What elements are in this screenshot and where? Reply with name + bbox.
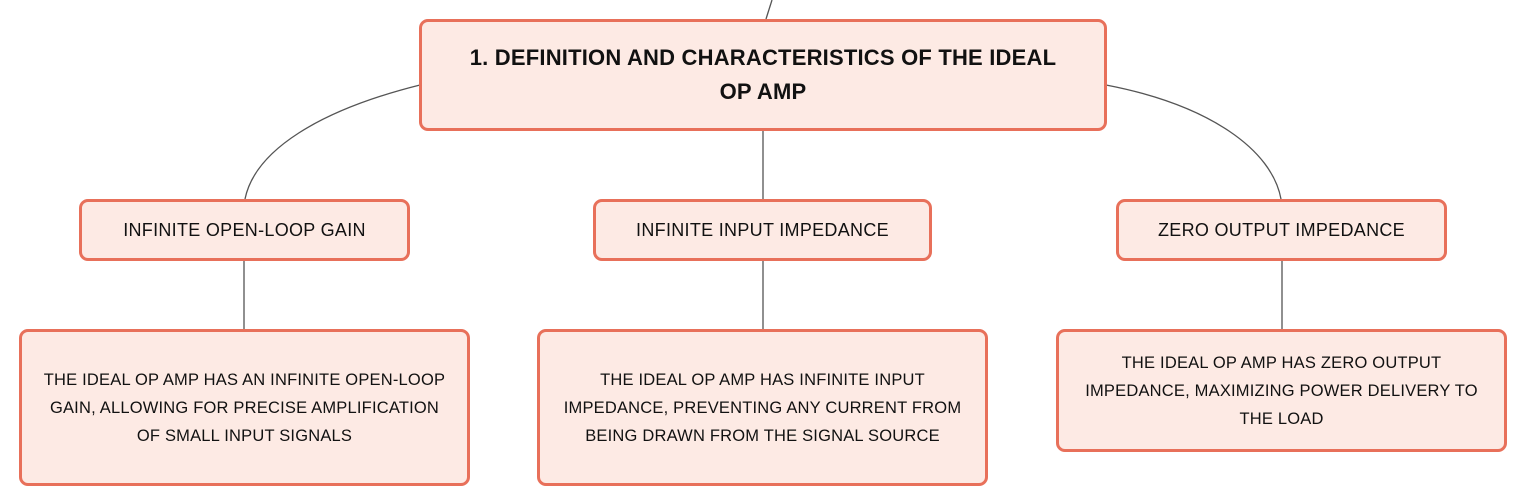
- connector-root-to-branch-1: [244, 84, 421, 200]
- detail-node-open-loop-gain[interactable]: THE IDEAL OP AMP HAS AN INFINITE OPEN-LO…: [19, 329, 470, 486]
- connector-root-to-branch-3: [1105, 84, 1282, 200]
- detail-node-output-impedance[interactable]: THE IDEAL OP AMP HAS ZERO OUTPUT IMPEDAN…: [1056, 329, 1507, 452]
- subtopic-label: INFINITE OPEN-LOOP GAIN: [123, 219, 366, 240]
- subtopic-node-input-impedance[interactable]: INFINITE INPUT IMPEDANCE: [593, 199, 932, 261]
- subtopic-label: ZERO OUTPUT IMPEDANCE: [1158, 219, 1405, 240]
- detail-text: THE IDEAL OP AMP HAS AN INFINITE OPEN-LO…: [43, 370, 446, 445]
- subtopic-node-output-impedance[interactable]: ZERO OUTPUT IMPEDANCE: [1116, 199, 1447, 261]
- detail-text: THE IDEAL OP AMP HAS INFINITE INPUT IMPE…: [563, 370, 962, 445]
- root-topic-label: 1. DEFINITION AND CHARACTERISTICS OF THE…: [469, 45, 1057, 104]
- subtopic-node-open-loop-gain[interactable]: INFINITE OPEN-LOOP GAIN: [79, 199, 410, 261]
- detail-text: THE IDEAL OP AMP HAS ZERO OUTPUT IMPEDAN…: [1085, 353, 1478, 428]
- subtopic-label: INFINITE INPUT IMPEDANCE: [636, 219, 889, 240]
- connector-parent-to-root: [765, 0, 773, 20]
- detail-node-input-impedance[interactable]: THE IDEAL OP AMP HAS INFINITE INPUT IMPE…: [537, 329, 988, 486]
- root-topic-node[interactable]: 1. DEFINITION AND CHARACTERISTICS OF THE…: [419, 19, 1107, 131]
